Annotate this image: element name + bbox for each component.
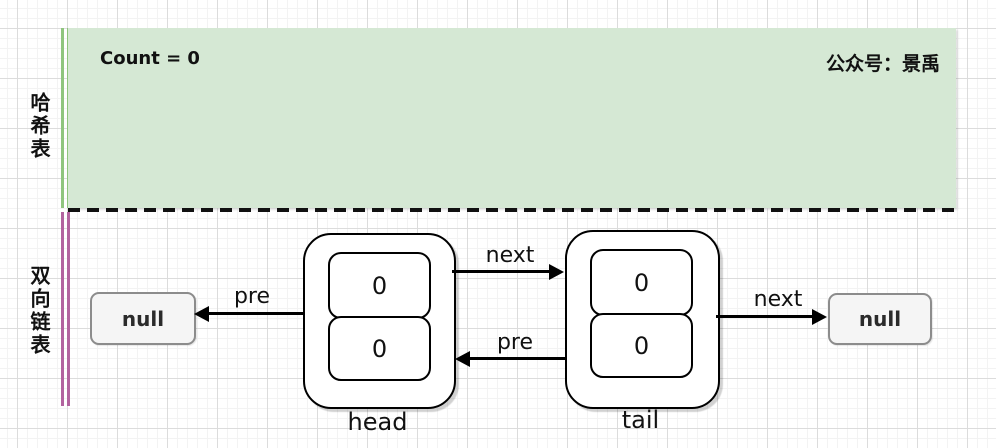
head-node: 0 0 <box>303 233 456 409</box>
head-pre-arrow-line <box>208 312 303 315</box>
head-next-arrowhead-icon <box>549 264 564 280</box>
count-text: Count = 0 <box>100 48 200 69</box>
head-next-edge-label: next <box>485 243 535 268</box>
tail-pre-edge-label: pre <box>496 330 534 355</box>
hash-table-panel <box>68 28 956 208</box>
null-box-right: null <box>828 293 932 345</box>
hash-table-section-label: 哈希表 <box>27 92 51 161</box>
tail-next-arrow-line <box>716 315 813 318</box>
tail-next-arrowhead-icon <box>812 309 827 325</box>
tail-next-edge-label: next <box>753 287 803 312</box>
linked-list-section-label: 双向链表 <box>27 265 51 357</box>
tail-pre-arrowhead-icon <box>455 351 470 367</box>
null-left-label: null <box>121 306 165 331</box>
tail-cell-top-value: 0 <box>633 268 650 297</box>
head-cell-top: 0 <box>328 252 431 319</box>
head-pre-edge-label: pre <box>233 284 271 309</box>
tail-pre-arrow-line <box>469 357 565 360</box>
tail-cell-top: 0 <box>590 249 693 316</box>
section-divider-dashed-line <box>68 208 960 212</box>
head-cell-top-value: 0 <box>371 271 388 300</box>
head-next-arrow-line <box>452 270 550 273</box>
tail-cell-bottom-value: 0 <box>633 331 650 360</box>
linked-list-section-rail <box>61 212 70 406</box>
tail-node-caption: tail <box>621 406 660 434</box>
watermark-text: 公众号：景禹 <box>825 53 940 75</box>
head-pre-arrowhead-icon <box>194 306 209 322</box>
null-box-left: null <box>90 292 196 345</box>
tail-node: 0 0 <box>565 230 720 409</box>
head-cell-bottom: 0 <box>328 316 431 381</box>
head-cell-bottom-value: 0 <box>371 334 388 363</box>
null-right-label: null <box>858 307 902 331</box>
head-node-caption: head <box>347 408 408 436</box>
tail-cell-bottom: 0 <box>590 313 693 378</box>
